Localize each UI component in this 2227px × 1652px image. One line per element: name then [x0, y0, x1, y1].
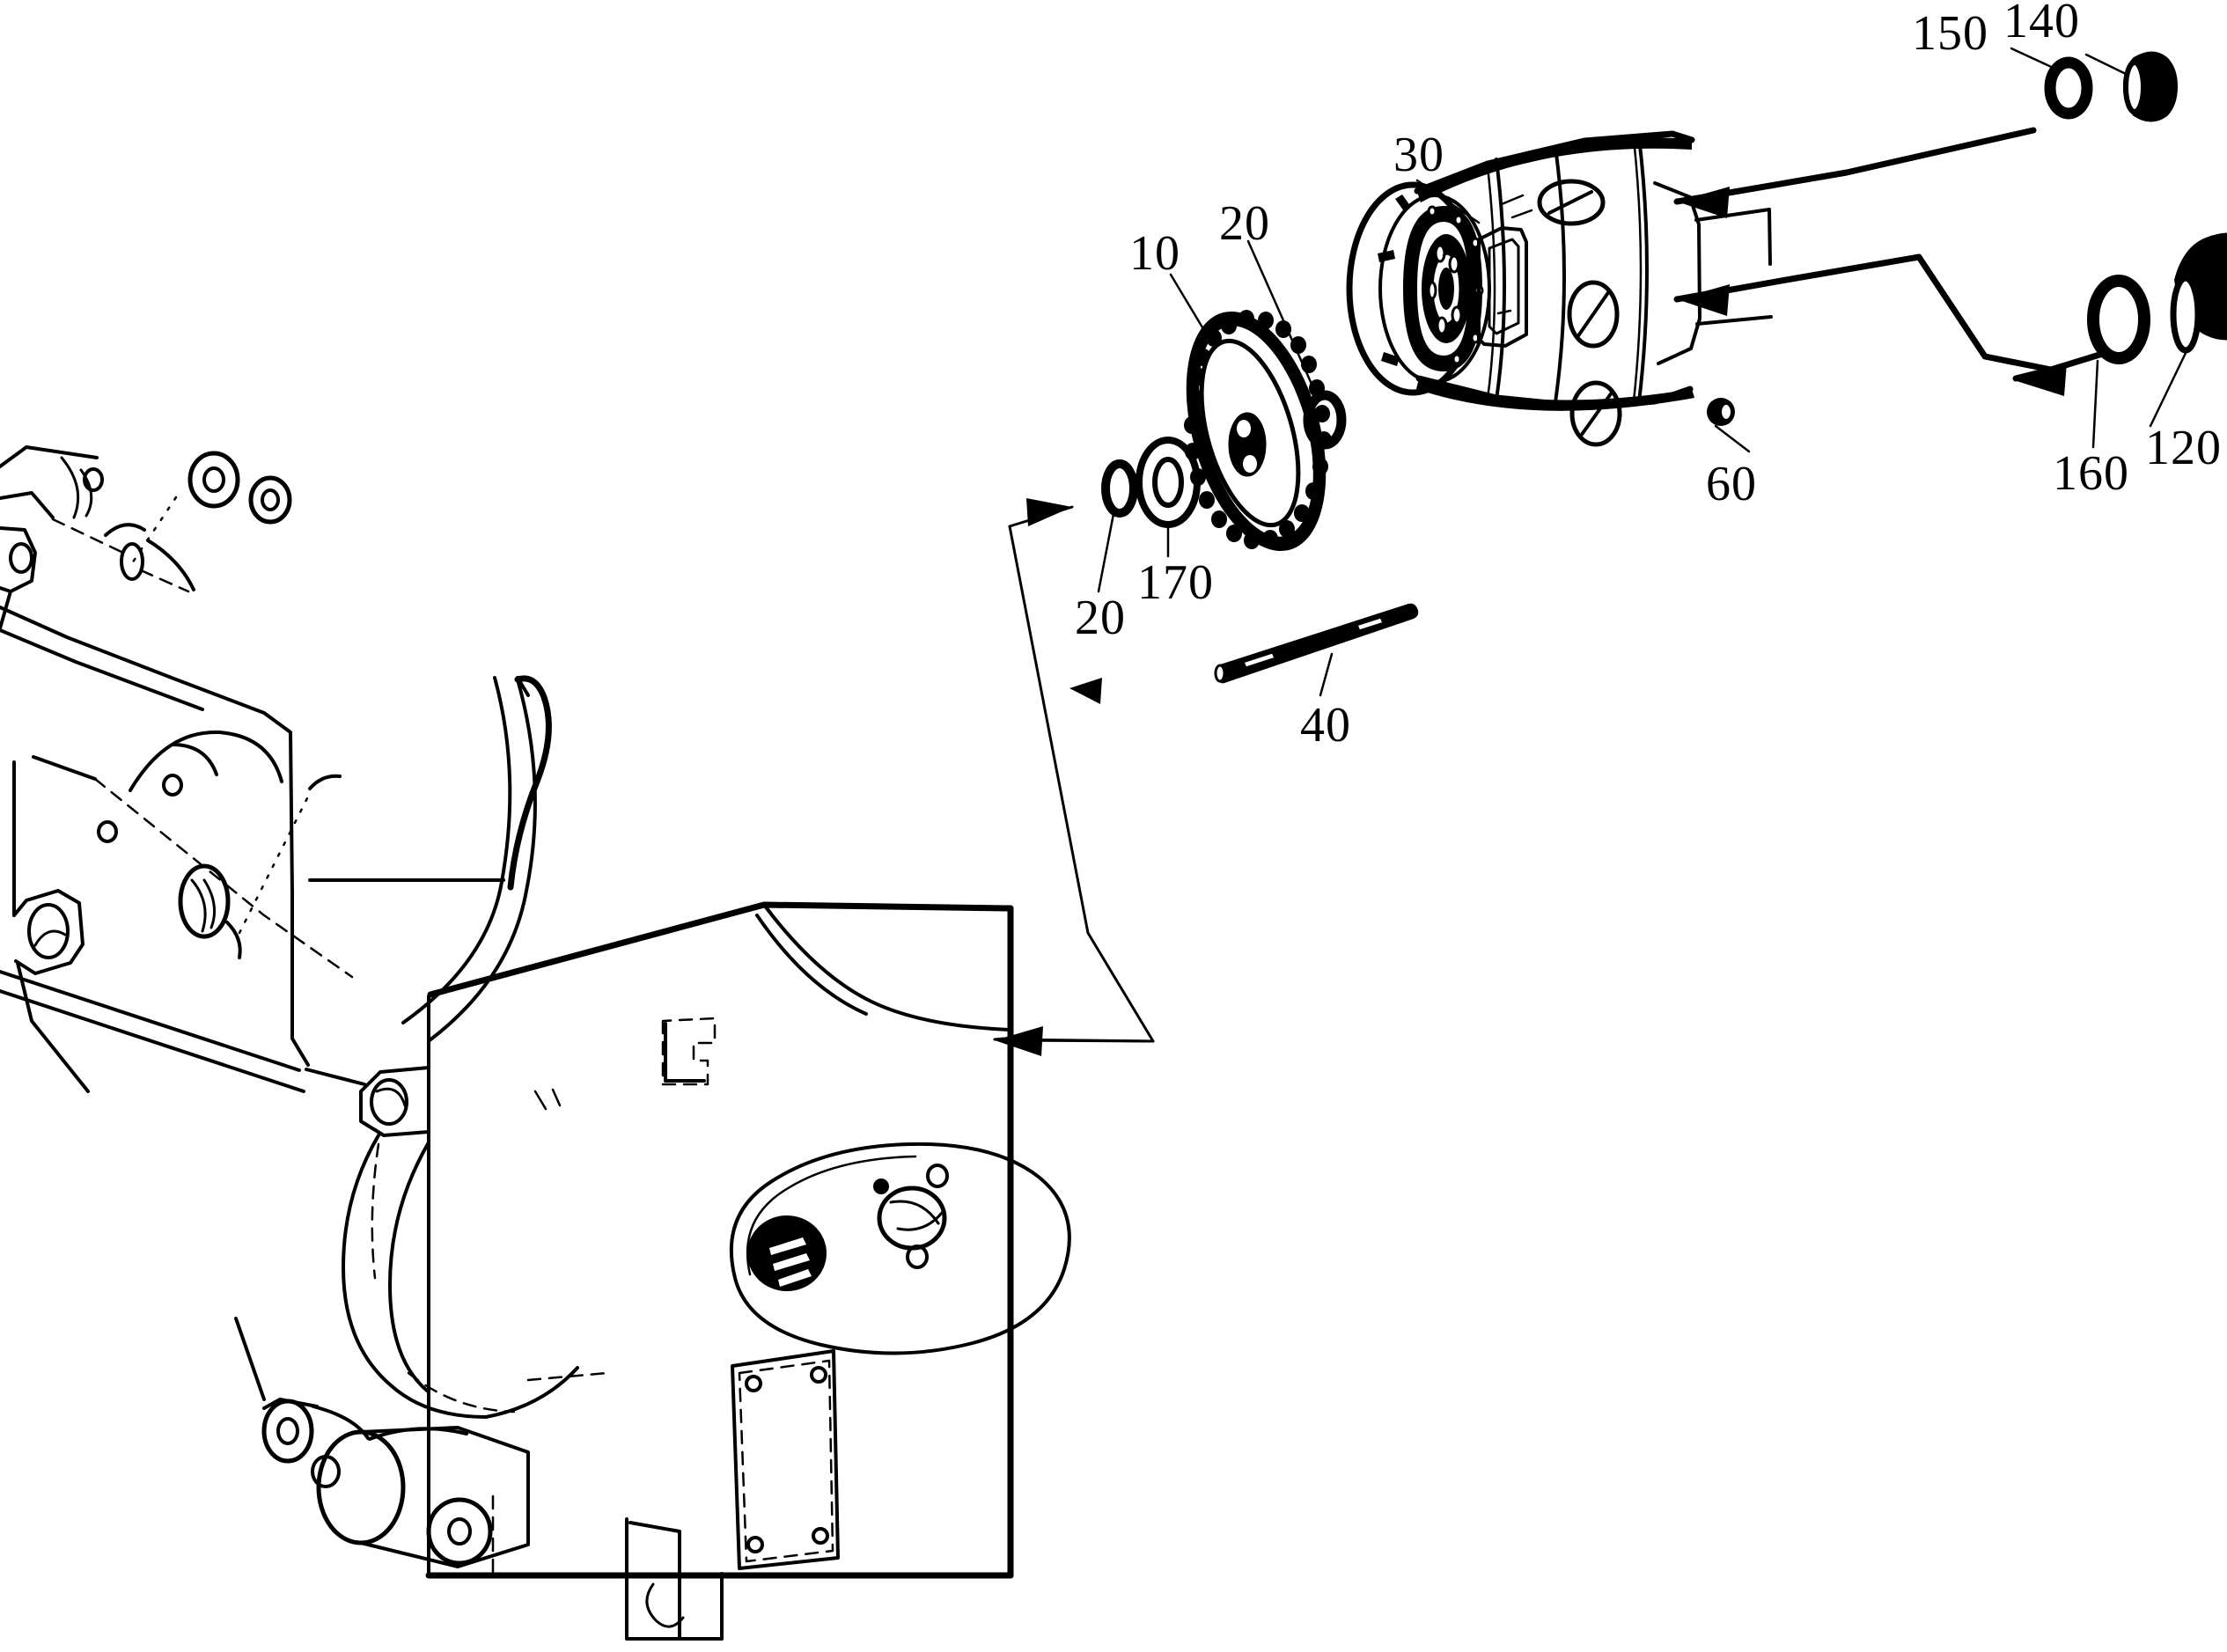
callout-30: 30 — [1393, 128, 1444, 182]
foot-bracket — [625, 1517, 724, 1641]
part-ring-160 — [2087, 275, 2150, 449]
callout-160: 160 — [2053, 446, 2129, 501]
assembly-arrow-right-bottom-2 — [2014, 349, 2112, 396]
inspection-plate — [729, 1142, 1071, 1355]
callout-150: 150 — [1912, 6, 1988, 61]
callout-40: 40 — [1300, 698, 1351, 753]
part-gear-10 — [1169, 273, 1332, 552]
assembly-arrow-right-top — [1673, 127, 2037, 218]
assembly-arrow-right-bottom — [1673, 253, 2054, 382]
part-ball-60 — [1707, 398, 1751, 453]
part-bushing-140 — [2084, 51, 2178, 122]
callout-140: 140 — [2003, 0, 2080, 48]
callout-60: 60 — [1706, 457, 1757, 511]
part-pump-body — [1346, 130, 1773, 447]
body-screw — [1537, 179, 1606, 226]
part-ring-150 — [2010, 47, 2093, 120]
part-bushing-120 — [2149, 232, 2227, 428]
part-washer-170 — [1136, 437, 1201, 558]
callout-170: 170 — [1137, 555, 1214, 610]
part-washer-20-lower — [1097, 459, 1138, 593]
part-washer-20-upper — [1246, 239, 1347, 450]
cover-plate — [731, 1349, 840, 1570]
lower-hub — [234, 1317, 530, 1577]
callout-20-upper: 20 — [1219, 196, 1270, 251]
part-shaft-40 — [1214, 603, 1419, 697]
body-screw — [1569, 380, 1622, 447]
body-screw — [1567, 280, 1620, 349]
callout-120: 120 — [2145, 421, 2222, 475]
machine-frame — [0, 445, 1071, 1641]
callout-20-lower: 20 — [1075, 591, 1126, 645]
assembly-arrow-left-routing — [993, 498, 1155, 1056]
callout-10: 10 — [1129, 226, 1180, 281]
